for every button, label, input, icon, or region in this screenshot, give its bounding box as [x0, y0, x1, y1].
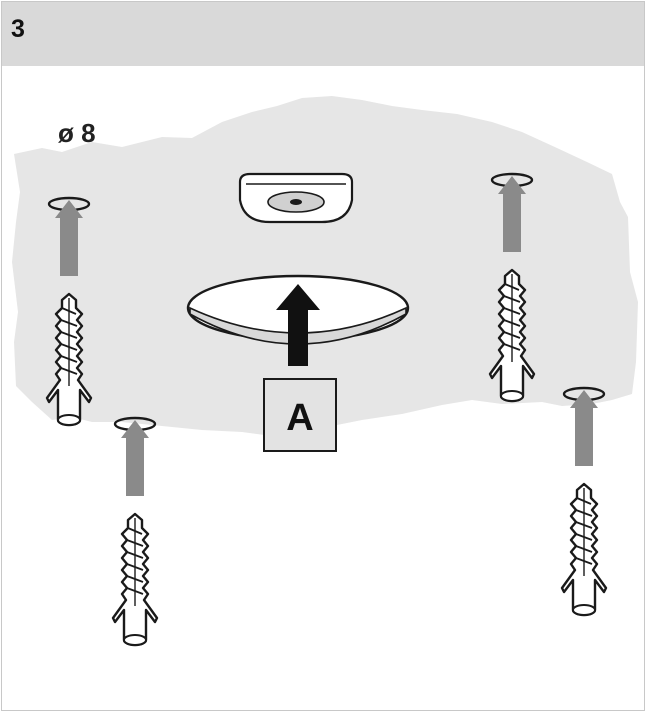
anchor-left-bottom	[111, 416, 159, 647]
up-arrow-icon	[121, 420, 149, 496]
wall-plug-icon	[111, 512, 159, 647]
mounting-bracket	[238, 172, 354, 224]
step-number: 3	[11, 15, 25, 43]
up-arrow-icon	[276, 284, 320, 366]
anchor-right-bottom	[560, 386, 608, 617]
part-a-label: A	[286, 397, 313, 439]
ceiling-surface	[12, 96, 638, 436]
step-header: 3	[2, 2, 644, 66]
drill-diameter-label: ø 8	[58, 118, 96, 148]
wall-plug-icon	[560, 482, 608, 617]
part-a-label-box: A	[263, 378, 337, 452]
